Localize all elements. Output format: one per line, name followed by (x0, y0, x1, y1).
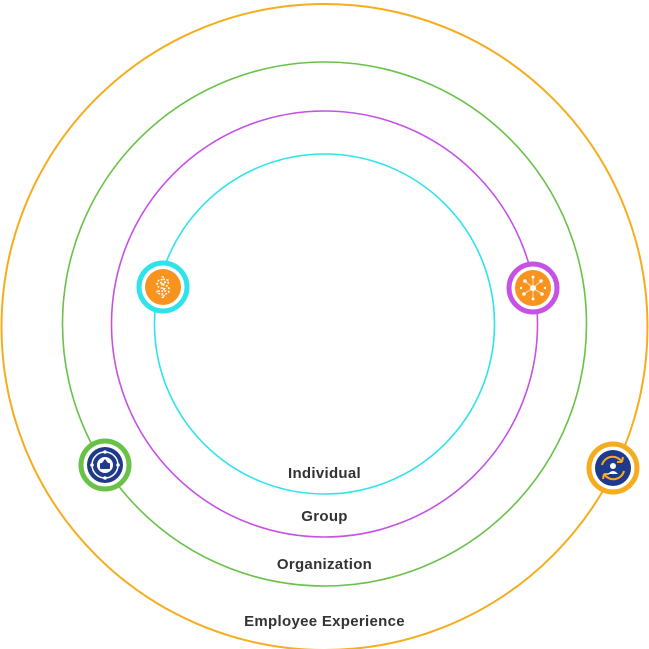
ring-organization (61, 61, 588, 587)
ring-individual (153, 153, 496, 495)
ring-group (110, 110, 539, 538)
dollar-coin-icon: $ (136, 260, 190, 314)
network-nodes-icon (506, 261, 560, 315)
organization-badge-icon (78, 438, 132, 492)
employee-cycle-icon (586, 441, 640, 495)
label-employee-experience: Employee Experience (244, 613, 405, 630)
svg-text:$: $ (155, 275, 170, 300)
ring-employee-experience (0, 3, 649, 649)
label-individual: Individual (288, 465, 361, 482)
label-group: Group (301, 508, 348, 525)
label-organization: Organization (277, 556, 372, 573)
